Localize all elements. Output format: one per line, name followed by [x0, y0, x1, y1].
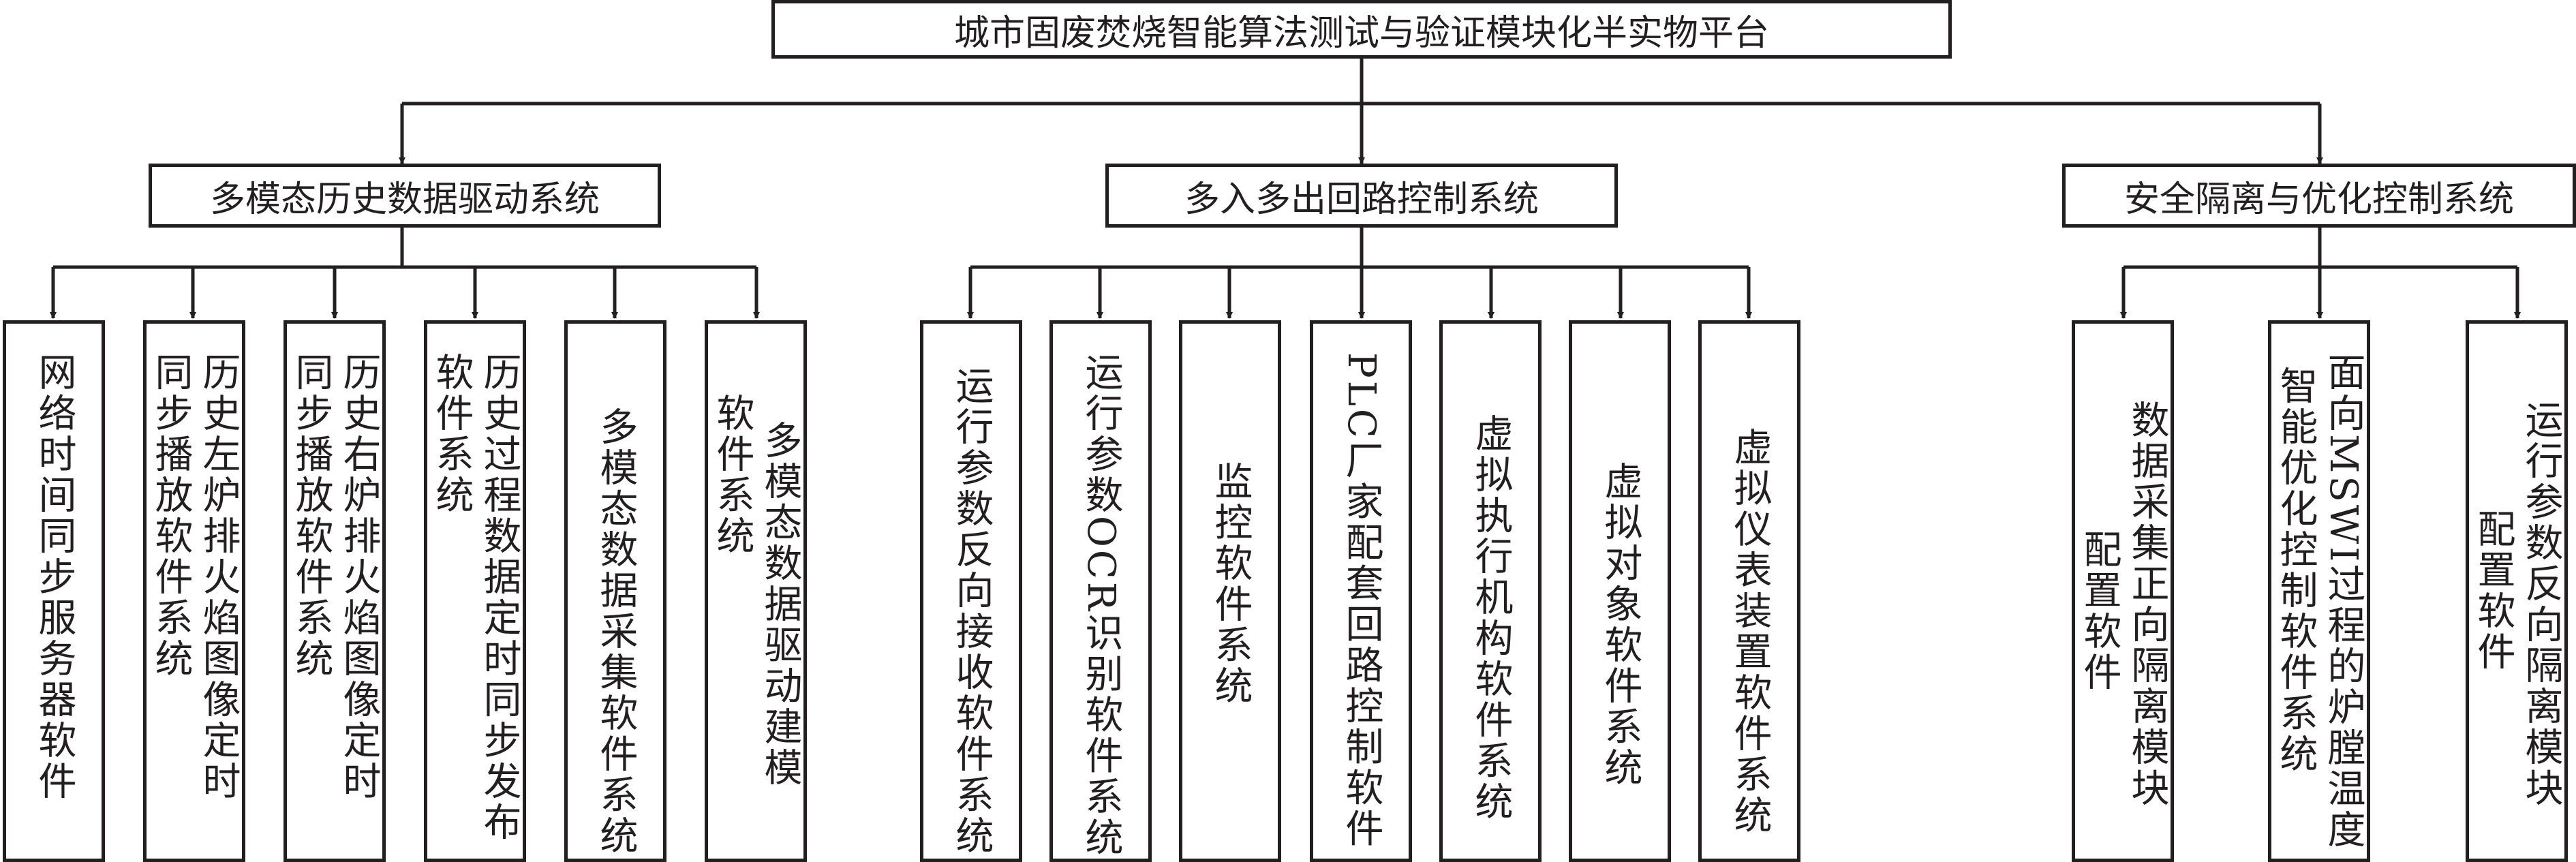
leaf-node: 虚拟仪表装置软件系统 — [1698, 320, 1800, 862]
system-label: 多模态历史数据驱动系统 — [209, 179, 600, 220]
leaf-text: 网络时间同步服务器软件 — [32, 352, 76, 802]
leaf-text: 监控软件系统 — [1208, 461, 1253, 707]
leaf-text: PLC厂家配套回路控制软件 — [1339, 352, 1383, 850]
system-node-mimo-control: 多入多出回路控制系统 — [1105, 164, 1618, 228]
leaf-text: 软件系统 — [710, 393, 754, 557]
leaf-text: 虚拟执行机构软件系统 — [1469, 414, 1513, 822]
leaf-text: 软件系统 — [429, 352, 474, 516]
system-label: 多入多出回路控制系统 — [1184, 179, 1539, 220]
leaf-node: 虚拟执行机构软件系统 — [1439, 320, 1542, 862]
leaf-node: 运行参数反向隔离模块 配置软件 — [2466, 320, 2568, 862]
leaf-text: 虚拟仪表装置软件系统 — [1728, 427, 1772, 836]
system-node-history-data: 多模态历史数据驱动系统 — [149, 164, 661, 228]
leaf-node: 监控软件系统 — [1179, 320, 1281, 862]
leaf-text: 虚拟对象软件系统 — [1598, 461, 1642, 788]
root-title: 城市固废焚烧智能算法测试与验证模块化半实物平台 — [953, 12, 1769, 54]
leaf-text: 配置软件 — [2077, 529, 2121, 693]
leaf-node: 网络时间同步服务器软件 — [3, 320, 105, 862]
leaf-node: 多模态数据驱动建模 软件系统 — [705, 320, 807, 862]
leaf-node: 运行参数OCR识别软件系统 — [1049, 320, 1152, 862]
leaf-node: 运行参数反向接收软件系统 — [920, 320, 1022, 862]
leaf-text: 运行参数OCR识别软件系统 — [1079, 352, 1123, 859]
leaf-text: 运行参数反向隔离模块 — [2519, 400, 2563, 809]
leaf-text: 同步播放软件系统 — [149, 352, 193, 679]
leaf-text: 运行参数反向接收软件系统 — [949, 366, 994, 857]
leaf-node: 虚拟对象软件系统 — [1569, 320, 1671, 862]
leaf-node: 历史左炉排火焰图像定时 同步播放软件系统 — [143, 320, 245, 862]
leaf-node: 数据采集正向隔离模块 配置软件 — [2072, 320, 2174, 862]
leaf-node: 历史右炉排火焰图像定时 同步播放软件系统 — [283, 320, 386, 862]
system-label: 安全隔离与优化控制系统 — [2123, 179, 2514, 220]
leaf-node: 多模态数据采集软件系统 — [564, 320, 666, 862]
leaf-text: 历史过程数据定时同步发布 — [477, 352, 521, 843]
leaf-text: 历史右炉排火焰图像定时 — [337, 352, 381, 802]
leaf-text: 历史左炉排火焰图像定时 — [196, 352, 241, 802]
leaf-text: 同步播放软件系统 — [289, 352, 333, 679]
root-node: 城市固废焚烧智能算法测试与验证模块化半实物平台 — [771, 0, 1952, 59]
leaf-text: 面向MSWI过程的炉膛温度 — [2321, 352, 2365, 851]
leaf-text: 智能优化控制软件系统 — [2273, 366, 2318, 775]
leaf-text: 配置软件 — [2471, 509, 2515, 673]
leaf-text: 数据采集正向隔离模块 — [2125, 400, 2169, 809]
leaf-node: 历史过程数据定时同步发布 软件系统 — [424, 320, 526, 862]
leaf-text: 多模态数据驱动建模 — [758, 420, 802, 788]
leaf-node: 面向MSWI过程的炉膛温度 智能优化控制软件系统 — [2268, 320, 2370, 862]
leaf-node: PLC厂家配套回路控制软件 — [1310, 320, 1412, 862]
leaf-text: 多模态数据采集软件系统 — [594, 407, 638, 857]
system-node-security-optimization: 安全隔离与优化控制系统 — [2062, 164, 2576, 228]
